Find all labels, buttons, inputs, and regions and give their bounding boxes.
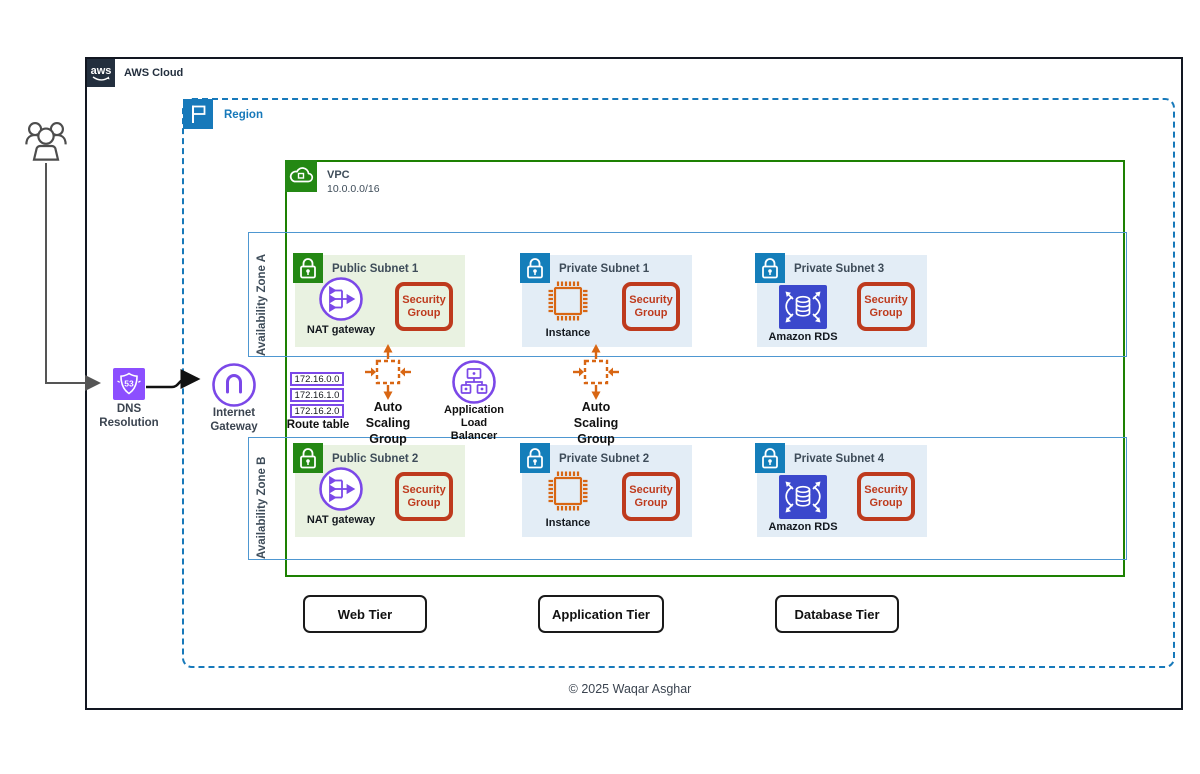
public-subnet-lock-icon: [293, 253, 323, 283]
route-table-entry-text: 172.16.2.0: [294, 405, 340, 417]
security-group-box: Security Group: [395, 472, 453, 521]
instance-icon: [548, 281, 588, 321]
security-group-label: Security Group: [402, 294, 446, 319]
route-table-entry: 172.16.1.0: [290, 388, 344, 402]
subnet-title: Private Subnet 3: [794, 263, 885, 275]
az-b-label: Availability Zone B: [256, 456, 268, 559]
tier-database-label: Database Tier: [794, 606, 880, 622]
vpc-icon: [285, 160, 317, 192]
security-group-box: Security Group: [622, 282, 680, 331]
users-icon: [25, 122, 67, 161]
availability-zone-a: Availability Zone A: [248, 232, 1127, 357]
auto-scaling-group-icon: [573, 344, 619, 400]
availability-zone-b: Availability Zone B: [248, 437, 1127, 560]
application-load-balancer-icon: [452, 360, 496, 404]
route-table-entry-text: 172.16.1.0: [294, 389, 340, 401]
application-load-balancer-label: Application Load Balancer: [444, 404, 504, 442]
security-group-box: Security Group: [395, 282, 453, 331]
security-group-box: Security Group: [857, 282, 915, 331]
private-subnet-lock-icon: [755, 253, 785, 283]
subnet-title: Private Subnet 4: [794, 453, 885, 465]
tier-web-label: Web Tier: [337, 606, 393, 622]
resource-label: Instance: [545, 327, 591, 339]
private-subnet-lock-icon: [755, 443, 785, 473]
tier-web: Web Tier: [303, 595, 427, 633]
resource-label: Amazon RDS: [768, 521, 838, 533]
security-group-box: Security Group: [857, 472, 915, 521]
security-group-box: Security Group: [622, 472, 680, 521]
auto-scaling-group-label: Auto Scaling Group: [365, 400, 411, 446]
az-a-label: Availability Zone A: [256, 253, 268, 356]
internet-gateway-label: Internet Gateway: [210, 407, 258, 433]
instance-resource: Instance: [532, 467, 604, 530]
subnet-public-1: Public Subnet 1 NAT gateway Security Gro…: [293, 253, 465, 347]
instance-icon: [548, 471, 588, 511]
resource-label: NAT gateway: [306, 324, 376, 336]
vpc-label: VPC: [327, 169, 350, 181]
public-subnet-lock-icon: [293, 443, 323, 473]
nat-gateway-icon: [319, 277, 363, 321]
subnet-private-4: Private Subnet 4 Amazon RDS Security: [755, 443, 927, 537]
aws-cloud-header: aws AWS Cloud: [87, 59, 183, 87]
security-group-label: Security Group: [402, 484, 446, 509]
dns-badge-text: 53: [124, 379, 134, 389]
tier-application: Application Tier: [538, 595, 664, 633]
dns-resolution-icon: 53: [113, 368, 145, 400]
route-table-entry: 172.16.2.0: [290, 404, 344, 418]
route-table-entry-text: 172.16.0.0: [294, 373, 340, 385]
auto-scaling-group-icon: [365, 344, 411, 400]
private-subnet-lock-icon: [520, 443, 550, 473]
copyright-text: © 2025 Waqar Asghar: [568, 682, 692, 696]
resource-label: Instance: [545, 517, 591, 529]
amazon-rds-icon: [779, 285, 827, 329]
rds-resource: Amazon RDS: [767, 285, 839, 344]
subnet-title: Public Subnet 2: [332, 453, 419, 465]
amazon-rds-icon: [779, 475, 827, 519]
vpc-cidr: 10.0.0.0/16: [327, 183, 380, 195]
subnet-private-2: Private Subnet 2 Instance Security Group: [520, 443, 692, 537]
auto-scaling-group-label: Auto Scaling Group: [573, 400, 619, 446]
subnet-private-3: Private Subnet 3 Amazon RDS Security: [755, 253, 927, 347]
instance-resource: Instance: [532, 277, 604, 340]
tier-application-label: Application Tier: [552, 606, 650, 622]
tier-database: Database Tier: [775, 595, 899, 633]
resource-label: Amazon RDS: [768, 331, 838, 343]
route-table-label: Route table: [286, 419, 350, 431]
nat-gateway-resource: NAT gateway: [305, 276, 377, 337]
security-group-label: Security Group: [864, 484, 908, 509]
subnet-title: Private Subnet 1: [559, 263, 650, 275]
resource-label: NAT gateway: [306, 514, 376, 526]
rds-resource: Amazon RDS: [767, 475, 839, 534]
route-table-entry: 172.16.0.0: [290, 372, 344, 386]
nat-gateway-resource: NAT gateway: [305, 466, 377, 527]
subnet-title: Public Subnet 1: [332, 263, 419, 275]
subnet-title: Private Subnet 2: [559, 453, 650, 465]
aws-logo-icon: aws: [87, 59, 115, 87]
subnet-private-1: Private Subnet 1 Instance Security Group: [520, 253, 692, 347]
private-subnet-lock-icon: [520, 253, 550, 283]
region-label: Region: [224, 109, 263, 121]
vpc-group: VPC 10.0.0.0/16: [285, 160, 1125, 577]
nat-gateway-icon: [319, 467, 363, 511]
subnet-public-2: Public Subnet 2 NAT gateway Security Gro…: [293, 443, 465, 537]
region-flag-icon: [183, 99, 213, 129]
internet-gateway-icon: [212, 363, 256, 407]
aws-cloud-label: AWS Cloud: [124, 67, 184, 79]
dns-resolution-label: DNS Resolution: [99, 403, 159, 429]
security-group-label: Security Group: [629, 484, 673, 509]
security-group-label: Security Group: [864, 294, 908, 319]
security-group-label: Security Group: [629, 294, 673, 319]
aws-logo-text: aws: [91, 65, 112, 77]
